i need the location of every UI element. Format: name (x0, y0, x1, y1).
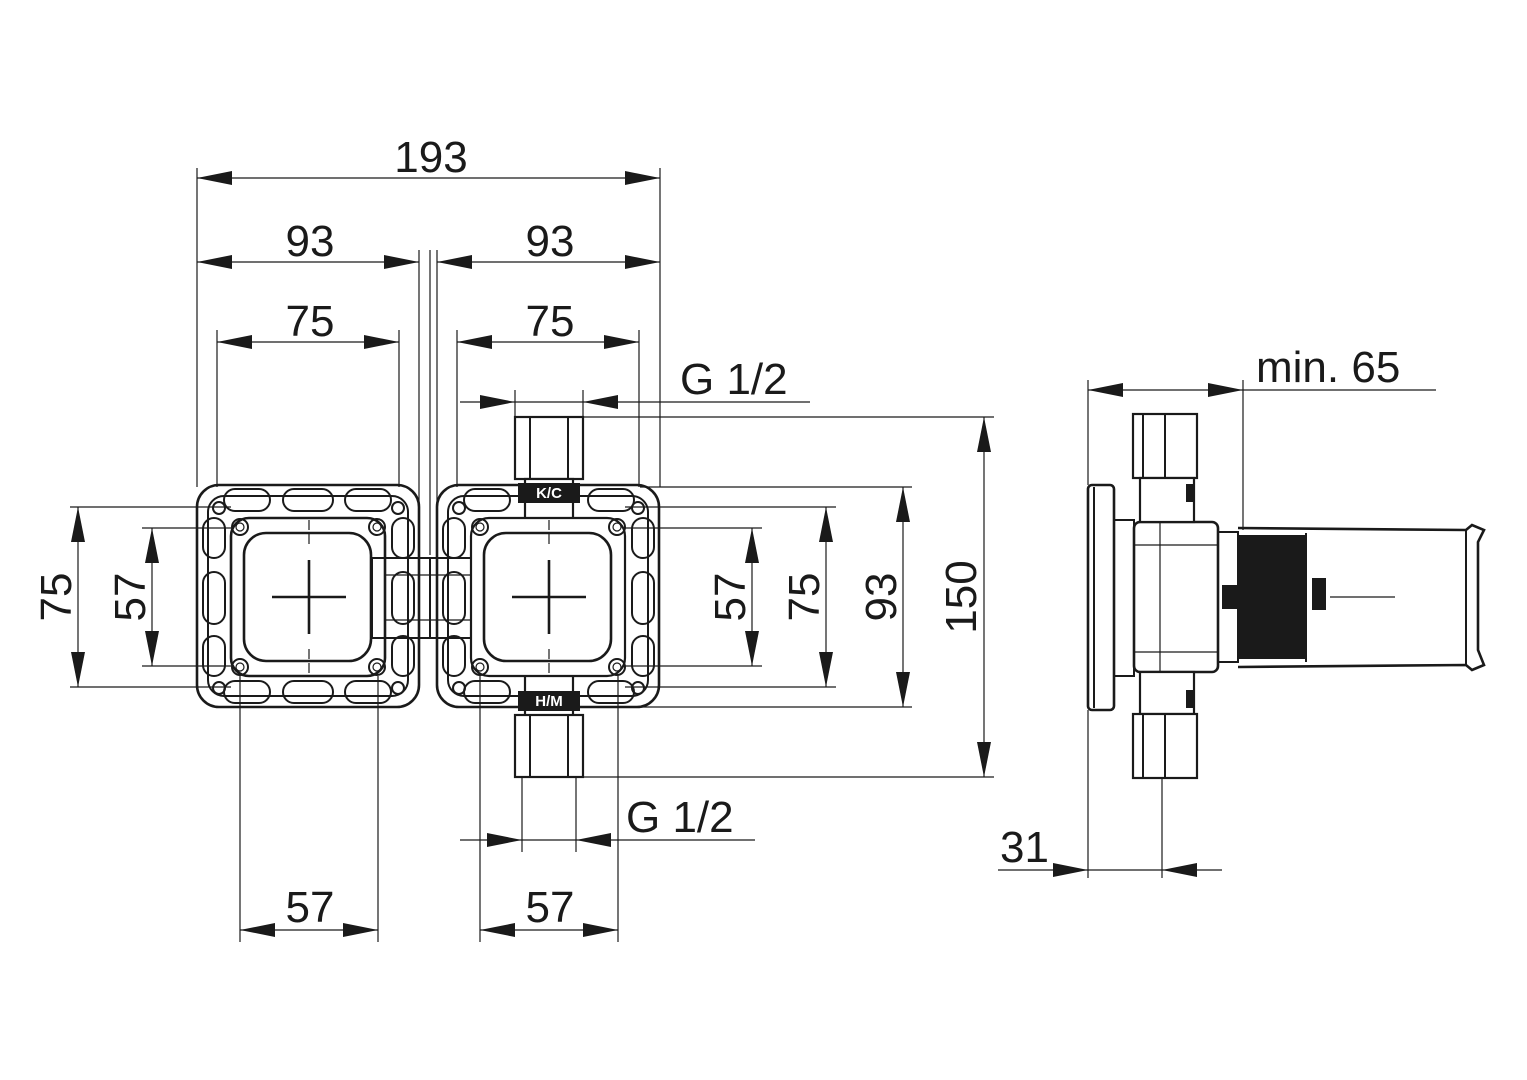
dim-thread-bottom: G 1/2 (626, 793, 734, 842)
side-dimension-lines (998, 383, 1436, 877)
svg-text:H/M: H/M (535, 693, 563, 710)
hot-marking-badge: H/M (518, 691, 580, 711)
dim-half-width-right: 93 (526, 217, 575, 266)
hot-inlet-connector (513, 673, 585, 779)
dim-wall-offset: 31 (1000, 823, 1049, 872)
wall-flange (1086, 483, 1135, 712)
dim-overall-width: 193 (394, 133, 467, 182)
dim-left-height-inner: 57 (106, 573, 155, 622)
top-connector-side (1131, 412, 1199, 524)
connector-bar (371, 557, 481, 639)
dimension-lines (71, 171, 991, 937)
left-mounting-frame (195, 483, 421, 709)
right-valve-body (469, 516, 627, 678)
dim-mounting-depth: min. 65 (1256, 343, 1400, 392)
dim-bottom-left-spacing: 57 (286, 883, 335, 932)
dim-bottom-right-spacing: 57 (526, 883, 575, 932)
dim-right-height-mid: 75 (780, 573, 829, 622)
dim-thread-top: G 1/2 (680, 355, 788, 404)
side-view: min. 65 31 (998, 343, 1486, 878)
cold-marking-badge: K/C (518, 483, 580, 503)
dim-right-height-frame: 93 (857, 573, 906, 622)
dim-overall-height: 150 (937, 560, 986, 633)
dim-frame-left: 75 (286, 297, 335, 346)
cold-inlet-connector (513, 415, 585, 521)
dim-left-height-outer: 75 (32, 573, 81, 622)
threaded-extension (1222, 523, 1486, 672)
extension-lines (70, 168, 994, 942)
front-view: K/C H/M (32, 133, 994, 942)
bottom-connector-side (1131, 670, 1199, 780)
svg-text:K/C: K/C (536, 485, 562, 502)
dim-frame-right: 75 (526, 297, 575, 346)
side-extension-lines (1087, 380, 1244, 878)
dim-right-height-inner: 57 (706, 573, 755, 622)
dim-half-width-left: 93 (286, 217, 335, 266)
left-valve-body (229, 516, 387, 678)
